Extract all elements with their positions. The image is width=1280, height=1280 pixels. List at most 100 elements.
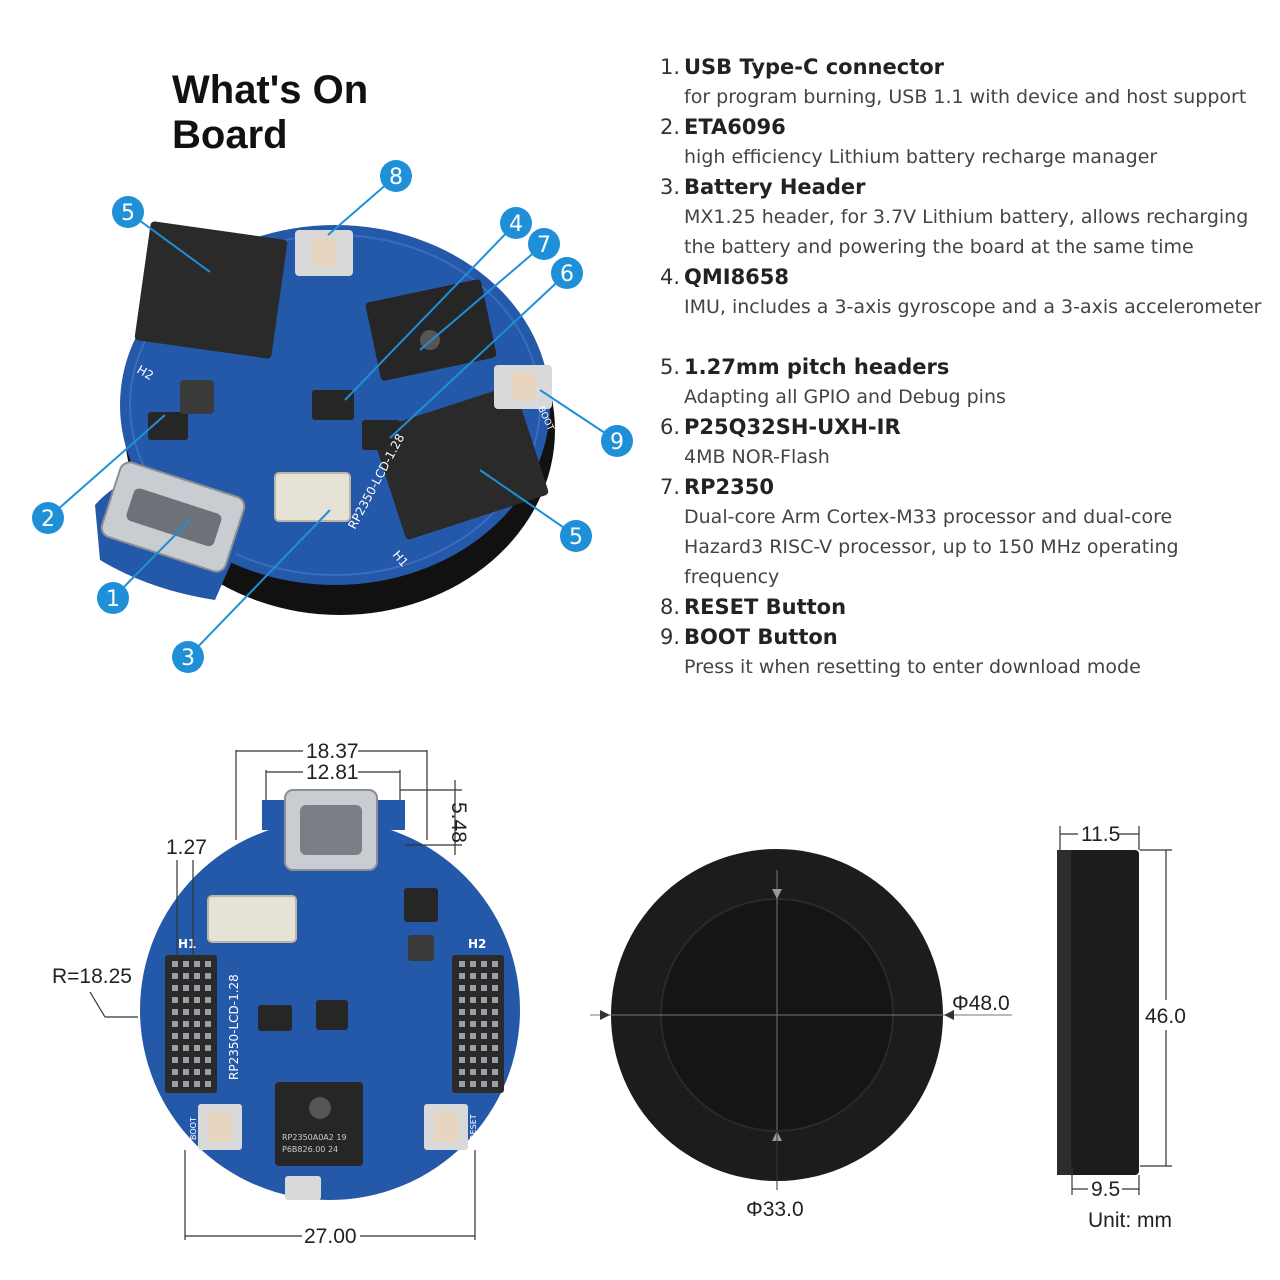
svg-text:6: 6 <box>560 262 574 287</box>
header-pin <box>183 973 189 979</box>
dim-width-bottom: 27.00 <box>304 1225 357 1248</box>
callout-2: 2 <box>32 502 64 534</box>
header-pin <box>205 997 211 1003</box>
header-pin <box>183 997 189 1003</box>
feature-number: 9. <box>660 625 681 649</box>
svg-text:7: 7 <box>537 233 551 258</box>
header-pin <box>470 1045 476 1051</box>
dim-thickness: 11.5 <box>1081 823 1120 846</box>
feature-number: 3. <box>660 175 681 199</box>
header-pin <box>194 1081 200 1087</box>
header-pin <box>194 973 200 979</box>
feature-desc: MX1.25 header, for 3.7V Lithium battery,… <box>684 206 1249 228</box>
battery-header-top <box>207 895 297 943</box>
dim-inner-thickness: 9.5 <box>1091 1178 1120 1201</box>
callout-8: 8 <box>380 160 412 192</box>
chip-marking-1: RP2350A0A2 19 <box>282 1133 347 1142</box>
header-pin <box>470 1021 476 1027</box>
dim-unit: Unit: mm <box>1088 1209 1172 1232</box>
svg-text:4: 4 <box>509 212 523 237</box>
dimension-lines-board <box>89 750 476 1240</box>
header-pin <box>459 973 465 979</box>
header-pin <box>470 985 476 991</box>
feature-number: 4. <box>660 265 681 289</box>
callout-1: 1 <box>97 582 129 614</box>
feature-item: 3.Battery Header MX1.25 header, for 3.7V… <box>660 172 1270 262</box>
feature-desc: for program burning, USB 1.1 with device… <box>684 86 1247 108</box>
header-pin <box>459 1069 465 1075</box>
header-pin <box>183 961 189 967</box>
feature-item: 1.USB Type-C connector for program burni… <box>660 52 1270 112</box>
usb-c-connector <box>100 461 246 573</box>
dim-pitch: 1.27 <box>166 836 207 859</box>
header-pin <box>205 1069 211 1075</box>
svg-text:2: 2 <box>41 507 55 532</box>
feature-desc: the battery and powering the board at th… <box>684 236 1194 258</box>
feature-title: RESET Button <box>684 595 847 619</box>
header-pin <box>459 997 465 1003</box>
flash-chip-top <box>258 1005 292 1031</box>
feature-desc: Press it when resetting to enter downloa… <box>684 656 1141 678</box>
header-pin <box>470 1033 476 1039</box>
header-pin <box>205 973 211 979</box>
header-h1 <box>372 385 549 540</box>
header-pin <box>459 1045 465 1051</box>
header-pin <box>492 1057 498 1063</box>
header-pin <box>172 1057 178 1063</box>
header-pin <box>492 1009 498 1015</box>
header-pin <box>481 985 487 991</box>
inductor <box>180 380 214 414</box>
header-pin <box>194 1057 200 1063</box>
header-pin <box>481 973 487 979</box>
header-pin <box>183 1009 189 1015</box>
feature-item: 4.QMI8658 IMU, includes a 3-axis gyrosco… <box>660 262 1270 322</box>
header-pin <box>470 973 476 979</box>
header-pin <box>205 1081 211 1087</box>
feature-list: 1.USB Type-C connector for program burni… <box>660 52 1270 682</box>
header-pin <box>481 1057 487 1063</box>
dim-usb-width: 12.81 <box>306 761 359 784</box>
flash-chip <box>362 420 400 450</box>
header-pin <box>470 961 476 967</box>
header-pin <box>459 1081 465 1087</box>
header-pin <box>470 1069 476 1075</box>
header-pin <box>481 1081 487 1087</box>
dim-radius: R=18.25 <box>52 965 132 988</box>
header-pin <box>194 1069 200 1075</box>
header-pin <box>492 1033 498 1039</box>
header-pin <box>481 1069 487 1075</box>
header-pin <box>492 1069 498 1075</box>
svg-text:3: 3 <box>181 646 195 671</box>
inductor-top <box>408 935 434 961</box>
feature-item: 5.1.27mm pitch headers Adapting all GPIO… <box>660 352 1270 412</box>
board-photo: H2 H1 RP2350-LCD-1.28 BOOT <box>95 221 555 615</box>
header-pin <box>183 1057 189 1063</box>
header-pin <box>492 973 498 979</box>
header-pin <box>172 1033 178 1039</box>
header-pin <box>492 1021 498 1027</box>
callouts: 1 2 3 4 5 5 6 7 8 9 <box>32 160 633 673</box>
feature-number: 1. <box>660 55 681 79</box>
feature-title: USB Type-C connector <box>684 55 945 79</box>
feature-desc: 4MB NOR-Flash <box>684 446 830 468</box>
callout-5-right: 5 <box>560 520 592 552</box>
feature-item: 2.ETA6096 high efficiency Lithium batter… <box>660 112 1270 172</box>
feature-title: ETA6096 <box>684 115 786 139</box>
header-pin <box>172 973 178 979</box>
svg-text:5: 5 <box>569 525 583 550</box>
board-top-view: RP2350A0A2 19 P6B826.00 24 H1 H2 RP2350-… <box>140 789 520 1200</box>
header-pin <box>205 1009 211 1015</box>
header-pin <box>183 1033 189 1039</box>
header-pin <box>183 985 189 991</box>
header-pin <box>172 1009 178 1015</box>
battery-header-part <box>274 472 351 522</box>
silk-h1: H1 <box>178 937 196 951</box>
header-pin <box>205 961 211 967</box>
feature-title: 1.27mm pitch headers <box>684 355 950 379</box>
header-pin <box>172 961 178 967</box>
header-pin <box>183 1045 189 1051</box>
header-pin <box>172 1021 178 1027</box>
dimension-lines-side <box>1059 826 1172 1195</box>
dim-outer-dia: Φ48.0 <box>952 992 1010 1015</box>
header-pin <box>194 985 200 991</box>
